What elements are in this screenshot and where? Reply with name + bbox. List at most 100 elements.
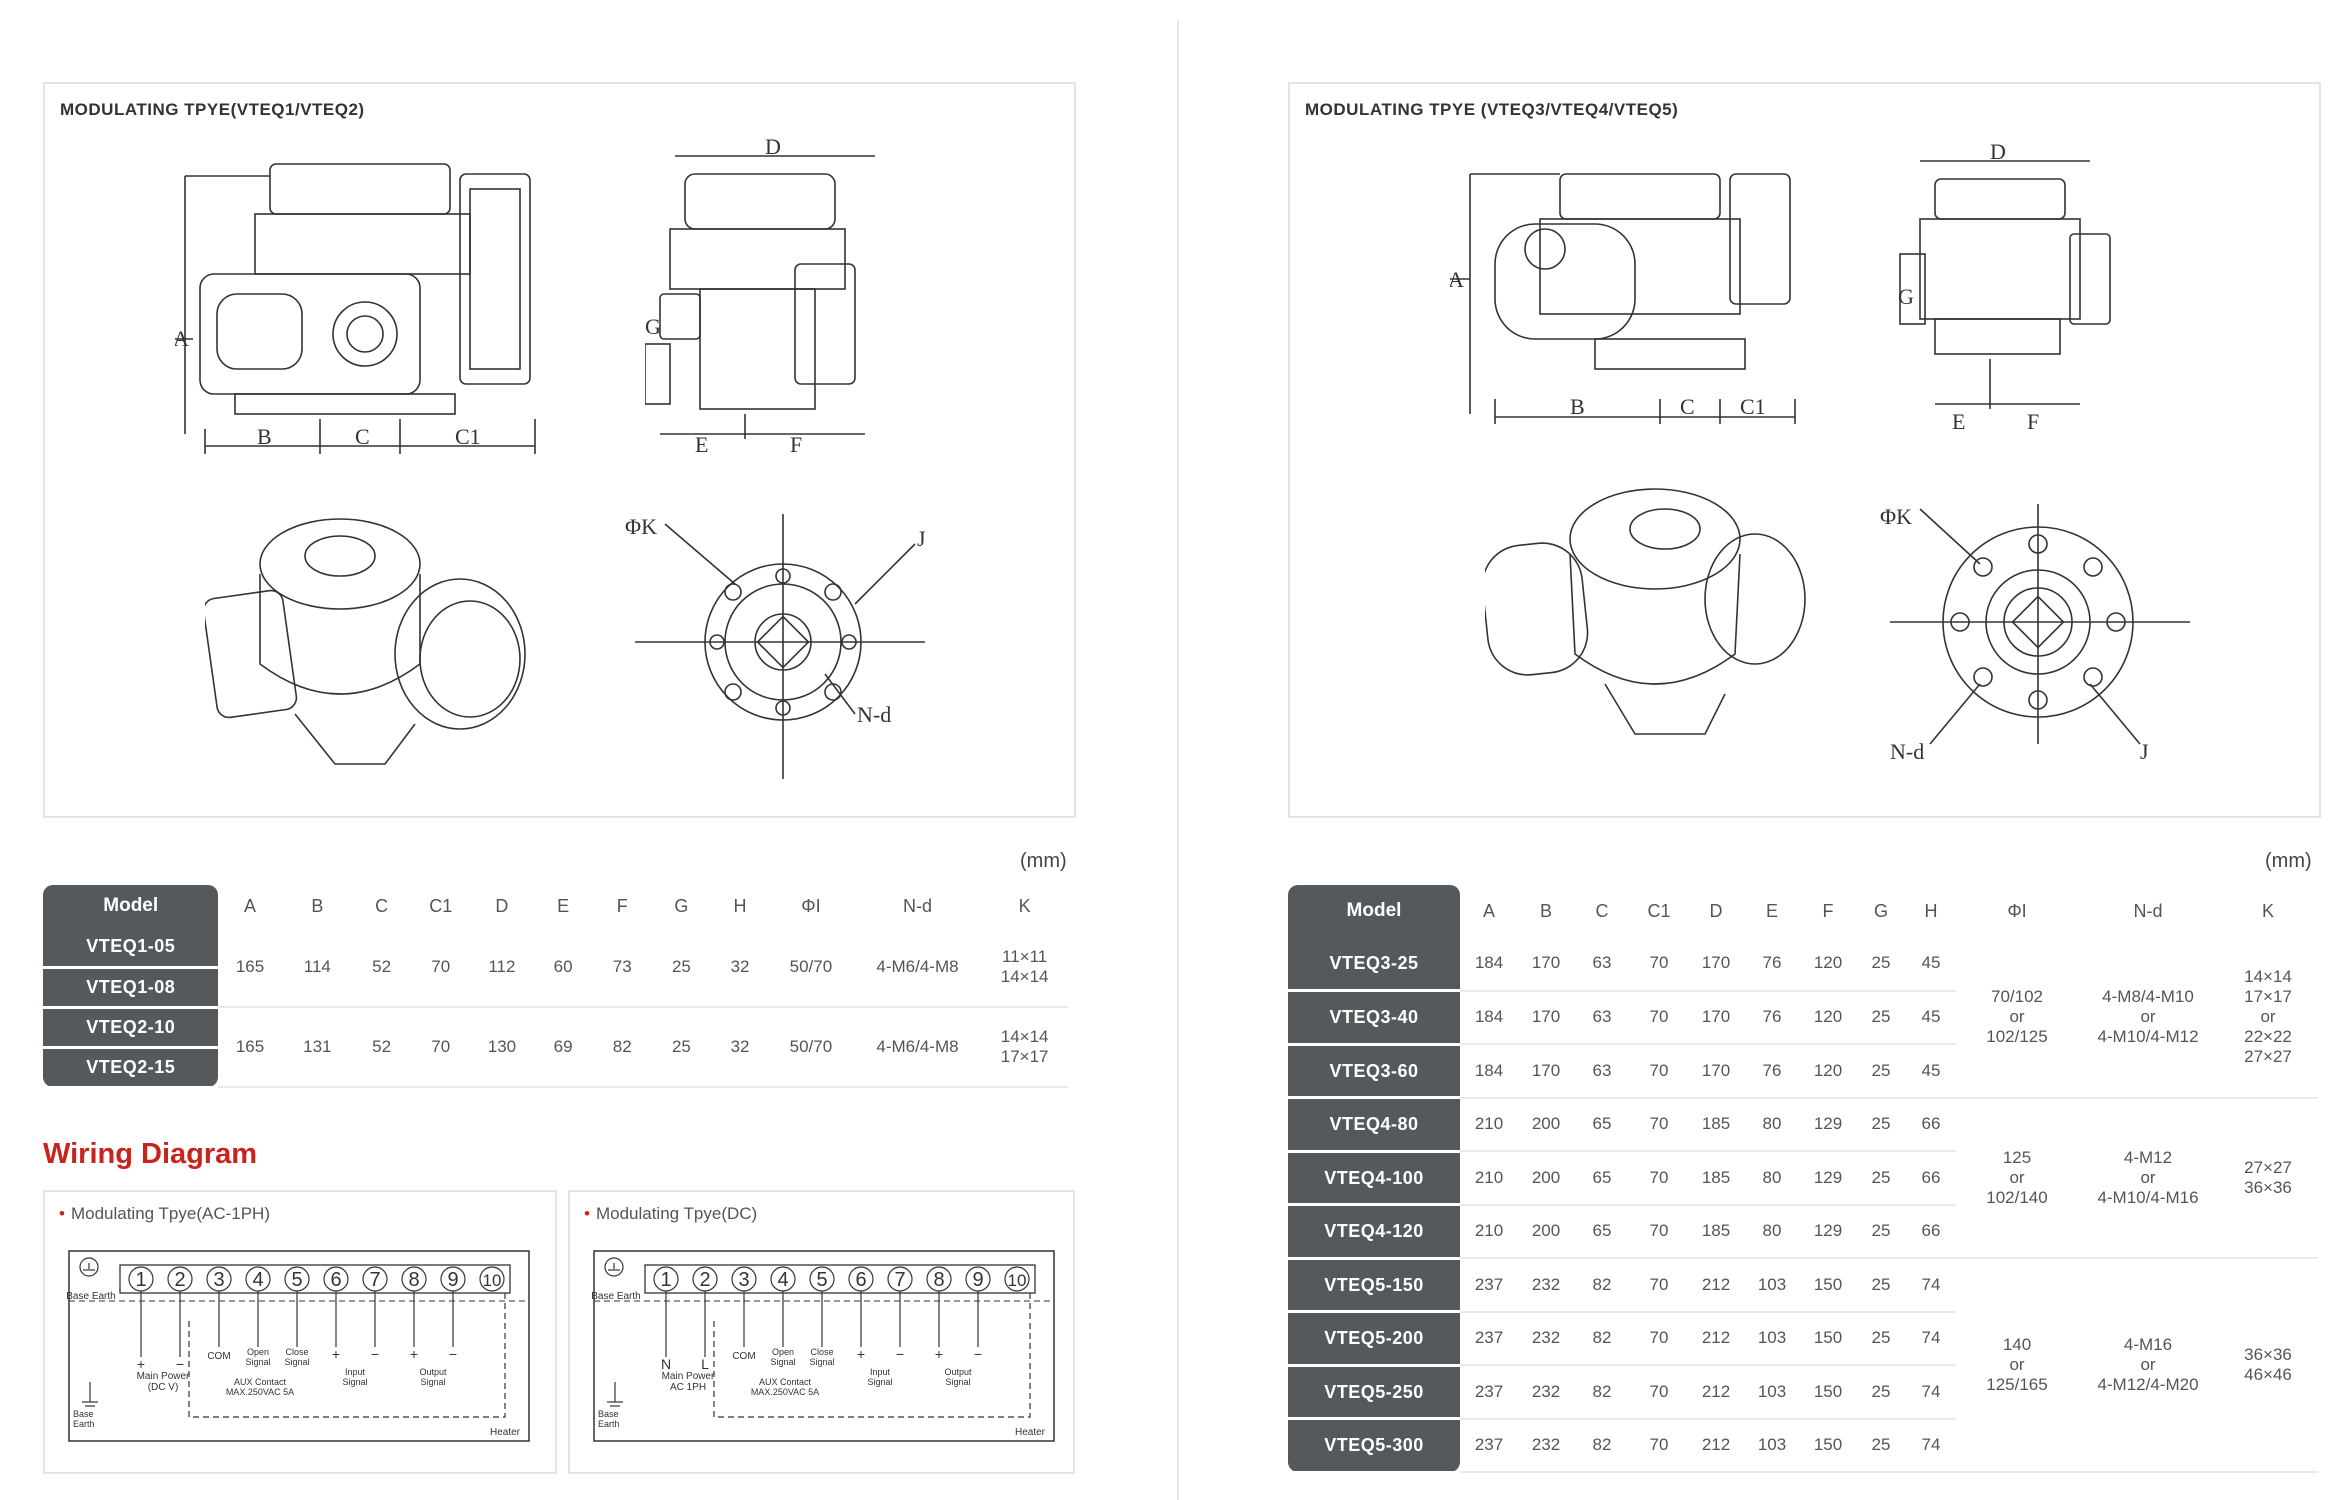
value-cell: 74 [1906,1365,1956,1420]
open-signal-label: Open Signal [245,1347,271,1367]
value-cell: 25 [1856,1311,1906,1366]
sign-8: + [410,1346,418,1362]
table-row: VTEQ1-08 [43,967,1068,1009]
value-cell: 184 [1460,1044,1518,1099]
value-cell: 25 [1856,1097,1906,1152]
value-cell: 232 [1518,1418,1574,1473]
wiring-card-ac: •Modulating Tpye(AC-1PH) 1 2 3 4 5 6 7 8… [43,1190,557,1474]
dim-letter-f: F [790,432,802,454]
header-c1: C1 [429,895,453,916]
model-cell: VTEQ2-10 [43,1007,219,1049]
value-cell: 70 [1630,937,1688,992]
value-cell: 25 [650,1007,712,1088]
model-cell: VTEQ4-80 [1288,1097,1460,1153]
terminal-6: 6 [855,1269,866,1291]
right-drawing-panel: MODULATING TPYE (VTEQ3/VTEQ4/VTEQ5) A B … [1288,82,2321,818]
value-cell: 65 [1574,1151,1630,1206]
model-cell: VTEQ3-60 [1288,1044,1460,1099]
page-divider [1177,20,1179,1500]
value-cell: 120 [1800,937,1856,992]
merged-k-cell: 36×36 46×46 [2218,1258,2318,1473]
value-cell: 70 [1630,1418,1688,1473]
value-cell: 52 [353,927,411,1008]
dim-letter-e: E [1952,409,1965,434]
value-cell: 70 [1630,1204,1688,1259]
dim-letter-e: E [695,432,708,454]
value-cell: 32 [712,1007,769,1088]
base-earth-bottom-label: Base Earth [73,1409,95,1429]
terminal-3: 3 [738,1269,749,1291]
value-cell: 25 [1856,990,1906,1045]
header-a: A [244,895,257,916]
value-cell: 185 [1688,1204,1744,1259]
value-cell: 25 [1856,1204,1906,1259]
value-cell: 82 [1574,1311,1630,1366]
right-iso-view-drawing [1485,488,1806,735]
value-cell: 165 [218,927,282,1008]
sign-8: + [935,1346,943,1362]
left-iso-view-drawing [205,518,526,765]
header-e: E [557,895,570,916]
value-cell: 170 [1518,1044,1574,1099]
value-cell: 212 [1688,1311,1744,1366]
sign-6: + [332,1346,340,1362]
value-cell: 65 [1574,1097,1630,1152]
dim-letter-phik: ΦK [625,514,657,539]
value-cell: 129 [1800,1204,1856,1259]
value-cell: 4-M6/4-M8 [853,1007,982,1088]
value-cell: 14×14 17×17 [981,1007,1068,1088]
dim-letter-c: C [355,424,370,449]
value-cell: 76 [1744,1044,1800,1099]
terminal-1: 1 [660,1269,671,1291]
terminal-10: 10 [483,1271,502,1290]
value-cell: 114 [281,927,354,1008]
header-g: G [1873,900,1888,921]
value-cell: 103 [1744,1311,1800,1366]
bullet-dot: • [584,1204,590,1223]
dim-letter-j: J [2140,739,2149,764]
dim-letter-j: J [917,526,926,551]
value-cell: 45 [1906,990,1956,1045]
header-f: F [1822,900,1834,921]
header-e: E [1765,900,1778,921]
model-cell: VTEQ3-40 [1288,990,1460,1046]
value-cell: 52 [353,1007,411,1088]
header-nd: N-d [2133,900,2163,921]
terminal-7: 7 [894,1269,905,1291]
model-cell: VTEQ5-250 [1288,1365,1460,1420]
value-cell: 80 [1744,1151,1800,1206]
value-cell: 80 [1744,1204,1800,1259]
header-nd: N-d [902,895,932,916]
dim-letter-b: B [1570,394,1585,419]
value-cell: 120 [1800,990,1856,1045]
value-cell: 4-M6/4-M8 [853,927,982,1008]
value-cell: 112 [471,927,533,1008]
value-cell: 66 [1906,1204,1956,1259]
value-cell: 103 [1744,1365,1800,1420]
merged-nd-cell: 4-M16 or 4-M12/4-M20 [2078,1258,2218,1473]
merged-nd-cell: 4-M8/4-M10 or 4-M10/4-M12 [2078,937,2218,1099]
model-cell: VTEQ1-05 [43,927,219,969]
value-cell: 45 [1906,937,1956,992]
header-phi: ΦI [801,895,821,916]
value-cell: 66 [1906,1097,1956,1152]
aux-contact-label: AUX Contact MAX.250VAC 5A [225,1377,295,1397]
value-cell: 70 [1630,990,1688,1045]
value-cell: 25 [1856,1044,1906,1099]
header-c1: C1 [1647,900,1671,921]
right-unit-label: (mm) [2265,850,2312,872]
value-cell: 165 [218,1007,282,1088]
terminal-2: 2 [174,1269,185,1291]
dim-letter-phik: ΦK [1880,504,1912,529]
dim-letter-d: D [1990,139,2006,164]
left-spec-table: Model A B C C1 D E F G H ΦI N-d K VTEQ1-… [43,885,1068,1089]
header-model: Model [1288,885,1460,937]
header-h: H [733,895,747,916]
right-spec-table: Model A B C C1 D E F G H ΦI N-d K VTEQ3-… [1288,885,2318,1474]
value-cell: 76 [1744,990,1800,1045]
value-cell: 200 [1518,1204,1574,1259]
